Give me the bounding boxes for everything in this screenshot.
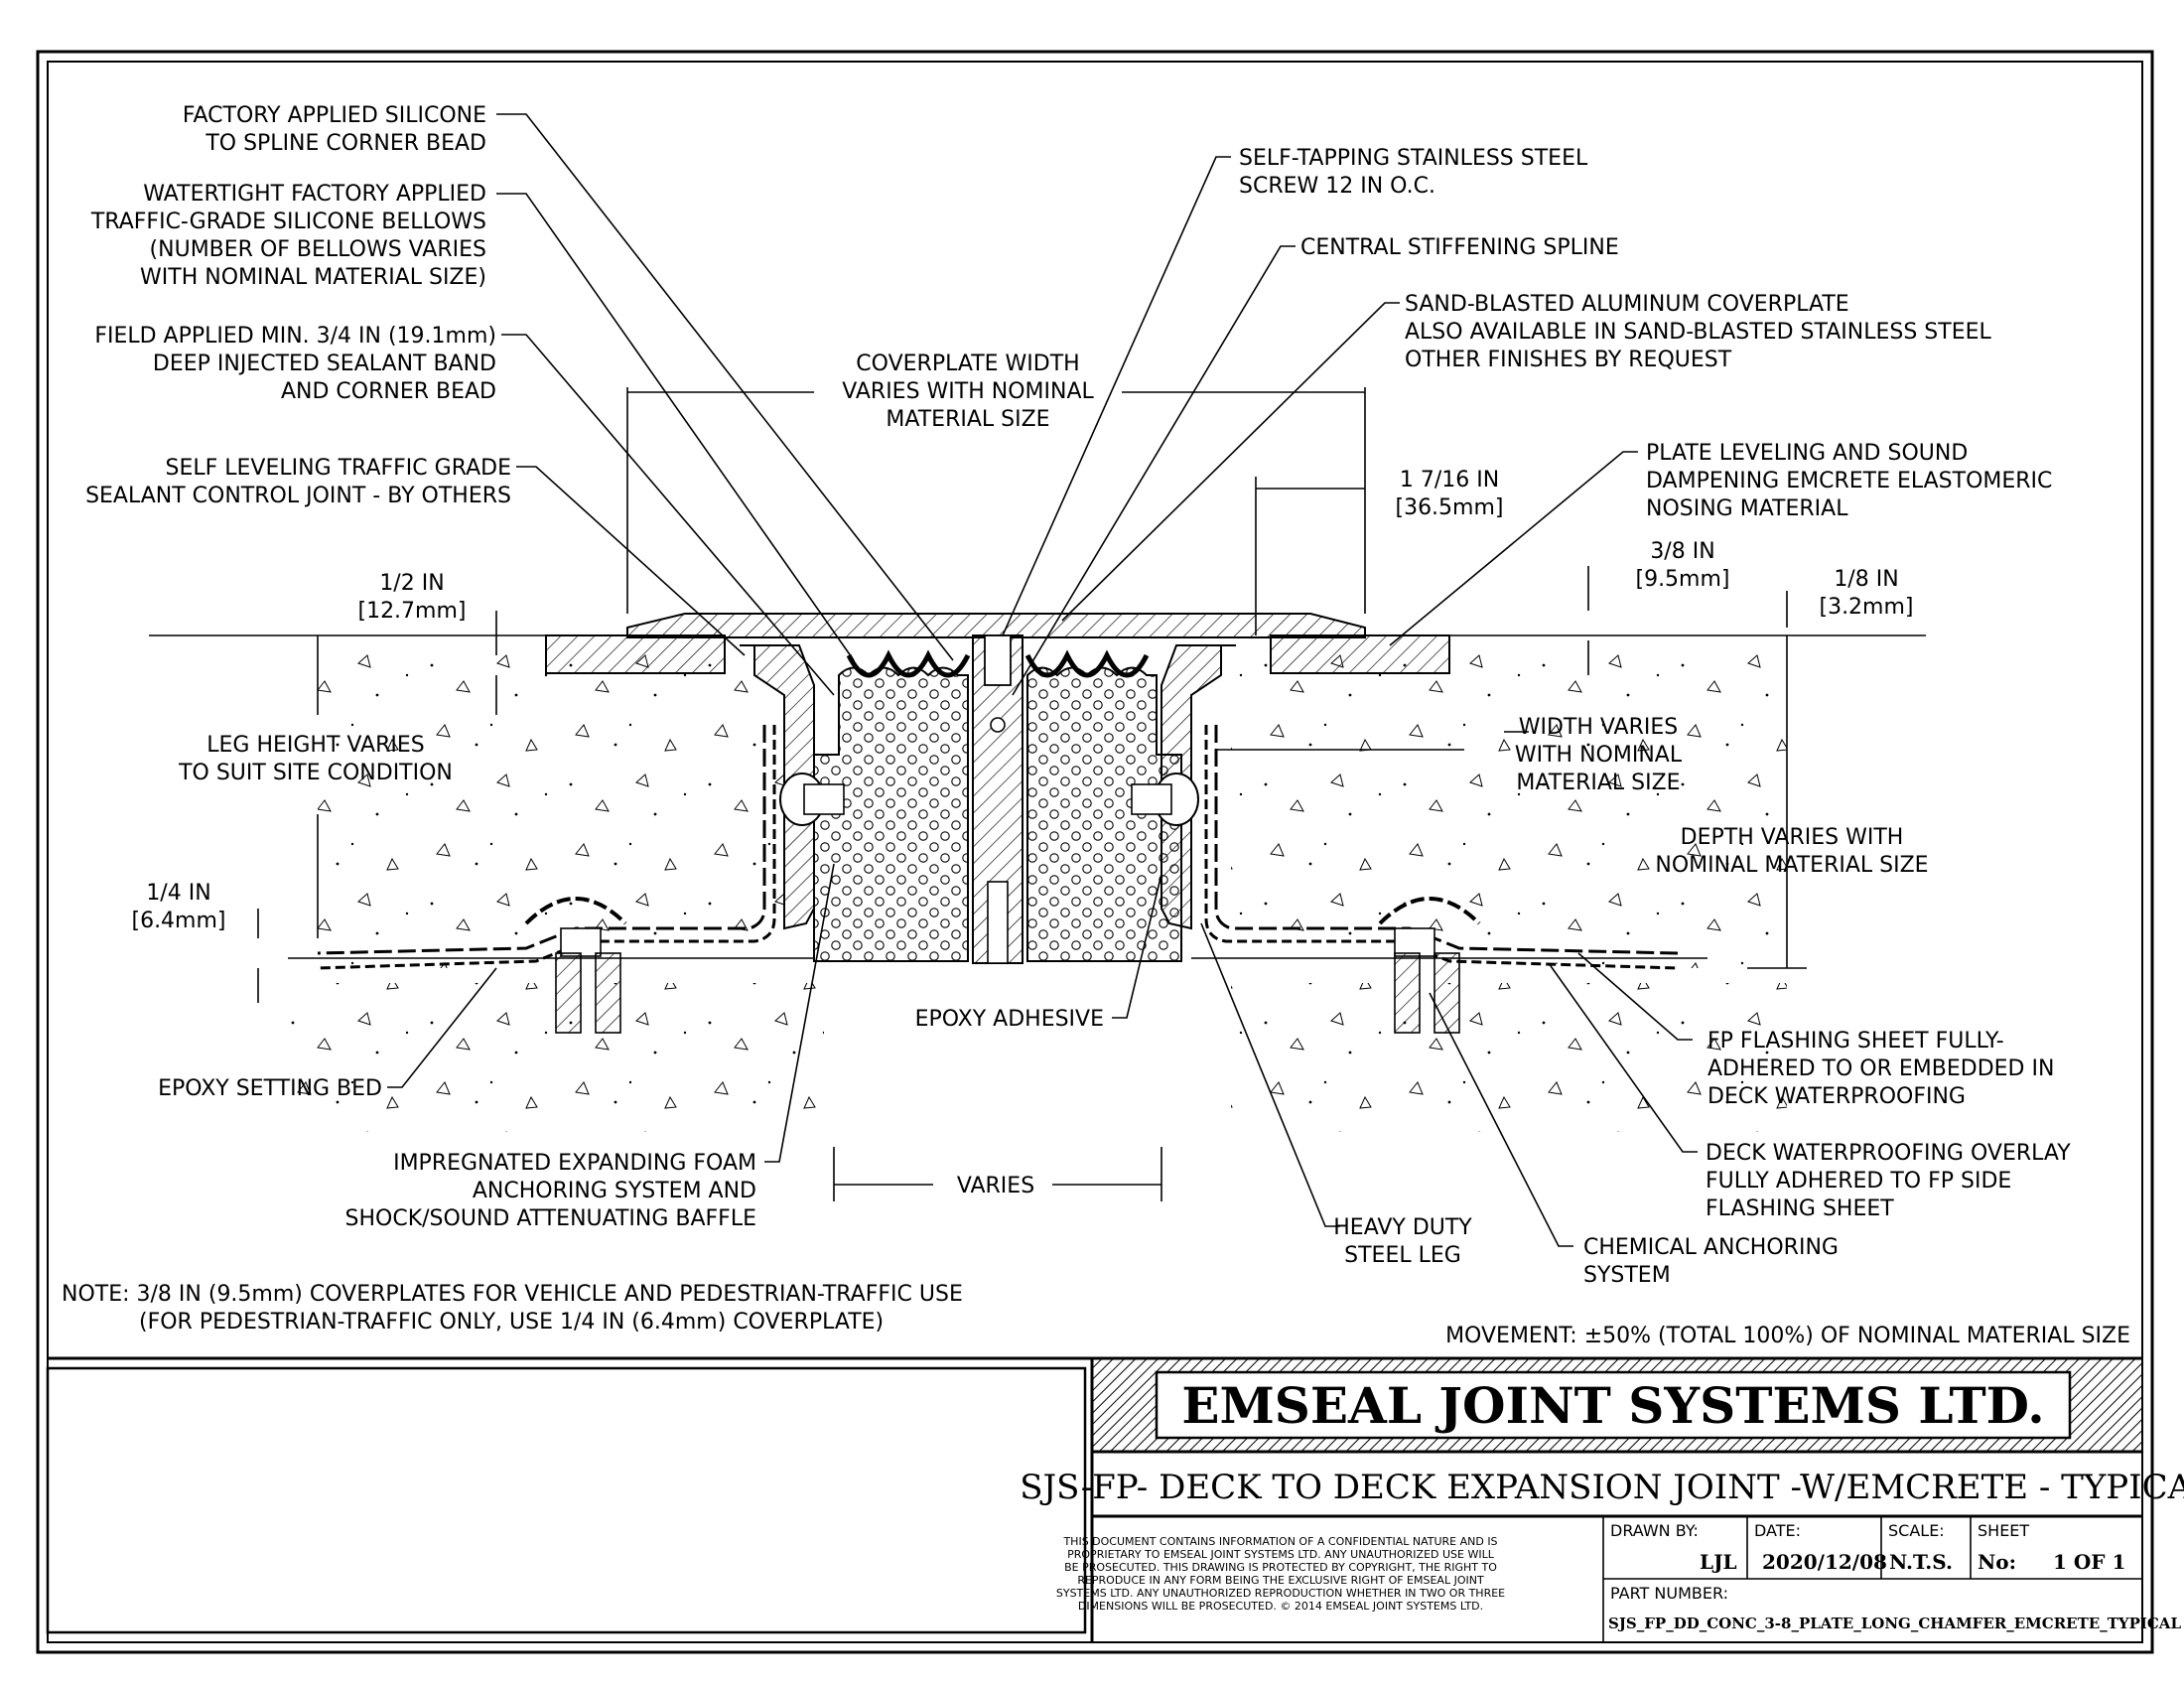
drawn-by-value: LJL xyxy=(1700,1550,1737,1574)
label-width-varies-2: WITH NOMINAL xyxy=(1515,743,1683,768)
joint-section xyxy=(149,613,1926,1132)
label-chem-anchor-2: SYSTEM xyxy=(1583,1263,1671,1288)
label-bellows-3: (NUMBER OF BELLOWS VARIES xyxy=(150,237,486,262)
silicone-bellows-left xyxy=(846,649,971,678)
label-width-varies-3: MATERIAL SIZE xyxy=(1516,771,1680,795)
label-foam-1: IMPREGNATED EXPANDING FOAM xyxy=(393,1151,756,1176)
label-factory-silicone-1: FACTORY APPLIED SILICONE xyxy=(183,103,486,128)
label-varies: VARIES xyxy=(957,1174,1034,1198)
label-dim-3-8: 3/8 IN xyxy=(1650,539,1714,564)
label-nosing-3: NOSING MATERIAL xyxy=(1646,496,1848,521)
label-nosing-2: DAMPENING EMCRETE ELASTOMERIC xyxy=(1646,469,2052,493)
left-anchor xyxy=(555,952,582,1034)
label-steel-leg-1: HEAVY DUTY xyxy=(1333,1215,1472,1240)
label-deck-overlay-2: FULLY ADHERED TO FP SIDE xyxy=(1706,1169,2011,1194)
right-steel-leg xyxy=(1160,644,1236,930)
right-anchor xyxy=(1394,952,1421,1034)
label-coverplate-3: OTHER FINISHES BY REQUEST xyxy=(1405,348,1732,372)
label-dim-1-7-16: 1 7/16 IN xyxy=(1400,468,1499,492)
title-block: EMSEAL JOINT SYSTEMS LTD. SJS-FP- DECK T… xyxy=(46,1357,2184,1642)
drawn-by-label: DRAWN BY: xyxy=(1610,1521,1699,1540)
label-depth-varies-1: DEPTH VARIES WITH xyxy=(1681,825,1904,850)
label-control-joint-1: SELF LEVELING TRAFFIC GRADE xyxy=(166,456,512,481)
part-number-value: SJS_FP_DD_CONC_3-8_PLATE_LONG_CHAMFER_EM… xyxy=(1608,1615,2181,1632)
disclaimer-1: THIS DOCUMENT CONTAINS INFORMATION OF A … xyxy=(1062,1535,1497,1548)
disclaimer-5: SYSTEMS LTD. ANY UNAUTHORIZED REPRODUCTI… xyxy=(1056,1587,1505,1600)
right-concrete-deck xyxy=(1231,635,1787,968)
note-line-2: (FOR PEDESTRIAN-TRAFFIC ONLY, USE 1/4 IN… xyxy=(139,1310,884,1335)
label-bellows-4: WITH NOMINAL MATERIAL SIZE) xyxy=(140,265,486,290)
sheet-value: 1 OF 1 xyxy=(2053,1550,2125,1574)
label-leg-height-2: TO SUIT SITE CONDITION xyxy=(178,761,453,785)
label-foam-3: SHOCK/SOUND ATTENUATING BAFFLE xyxy=(345,1206,756,1231)
label-foam-2: ANCHORING SYSTEM AND xyxy=(473,1179,756,1203)
left-emcrete-nosing xyxy=(545,634,726,674)
label-field-sealant-1: FIELD APPLIED MIN. 3/4 IN (19.1mm) xyxy=(94,324,496,349)
label-coverplate-1: SAND-BLASTED ALUMINUM COVERPLATE xyxy=(1405,292,1849,317)
label-fp-flashing-3: DECK WATERPROOFING xyxy=(1707,1084,1966,1109)
silicone-bellows-right xyxy=(1024,649,1150,678)
label-dim-6-4: [6.4mm] xyxy=(131,909,225,933)
date-value: 2020/12/08 xyxy=(1762,1550,1887,1574)
label-screw-2: SCREW 12 IN O.C. xyxy=(1239,174,1435,199)
label-field-sealant-2: DEEP INJECTED SEALANT BAND xyxy=(153,352,496,376)
sheet-no-label: No: xyxy=(1978,1550,2016,1574)
label-deck-overlay-3: FLASHING SHEET xyxy=(1706,1196,1894,1221)
label-spline: CENTRAL STIFFENING SPLINE xyxy=(1300,235,1619,260)
aluminum-coverplate xyxy=(626,613,1366,638)
label-coverplate-width-3: MATERIAL SIZE xyxy=(886,407,1049,432)
label-coverplate-width-1: COVERPLATE WIDTH xyxy=(856,352,1079,376)
left-steel-leg xyxy=(740,644,815,930)
disclaimer-3: BE PROSECUTED. THIS DRAWING IS PROTECTED… xyxy=(1064,1561,1497,1574)
label-coverplate-2: ALSO AVAILABLE IN SAND-BLASTED STAINLESS… xyxy=(1405,320,1991,345)
scale-value: N.T.S. xyxy=(1889,1550,1953,1574)
outer-border xyxy=(36,50,2154,1654)
label-fp-flashing-2: ADHERED TO OR EMBEDDED IN xyxy=(1707,1056,2054,1081)
label-steel-leg-2: STEEL LEG xyxy=(1344,1243,1461,1268)
label-bellows-2: TRAFFIC-GRADE SILICONE BELLOWS xyxy=(90,210,486,234)
note-line-1: NOTE: 3/8 IN (9.5mm) COVERPLATES FOR VEH… xyxy=(62,1282,963,1307)
callout-labels: FACTORY APPLIED SILICONE TO SPLINE CORNE… xyxy=(62,103,2130,1348)
disclaimer-4: REPRODUCE IN ANY FORM BEING THE EXCLUSIV… xyxy=(1077,1574,1484,1587)
label-coverplate-width-2: VARIES WITH NOMINAL xyxy=(842,379,1094,404)
label-epoxy-adhesive: EPOXY ADHESIVE xyxy=(915,1007,1104,1032)
label-dim-36-5: [36.5mm] xyxy=(1395,495,1503,520)
right-emcrete-nosing xyxy=(1270,634,1450,674)
label-width-varies-1: WIDTH VARIES xyxy=(1519,715,1679,740)
leaders xyxy=(257,113,1807,1247)
label-field-sealant-3: AND CORNER BEAD xyxy=(281,379,496,404)
label-control-joint-2: SEALANT CONTROL JOINT - BY OTHERS xyxy=(85,484,511,508)
left-concrete-deck xyxy=(318,635,784,968)
label-factory-silicone-2: TO SPLINE CORNER BEAD xyxy=(205,131,486,156)
label-dim-1-4: 1/4 IN xyxy=(146,881,210,906)
scale-label: SCALE: xyxy=(1888,1521,1945,1540)
label-bellows-1: WATERTIGHT FACTORY APPLIED xyxy=(143,182,486,207)
label-dim-3-2: [3.2mm] xyxy=(1819,595,1913,620)
sheet-label: SHEET xyxy=(1978,1521,2029,1540)
label-dim-1-8: 1/8 IN xyxy=(1834,567,1898,592)
company-name: EMSEAL JOINT SYSTEMS LTD. xyxy=(1181,1376,2044,1435)
label-dim-12-7: [12.7mm] xyxy=(357,599,466,624)
disclaimer-2: PROPRIETARY TO EMSEAL JOINT SYSTEMS LTD.… xyxy=(1067,1548,1495,1561)
label-dim-1-2: 1/2 IN xyxy=(379,571,444,596)
stainless-screw xyxy=(984,634,1012,686)
label-nosing-1: PLATE LEVELING AND SOUND xyxy=(1646,441,1968,466)
label-chem-anchor-1: CHEMICAL ANCHORING xyxy=(1583,1235,1839,1260)
date-label: DATE: xyxy=(1754,1521,1801,1540)
label-fp-flashing-1: FP FLASHING SHEET FULLY- xyxy=(1707,1029,2004,1054)
label-depth-varies-2: NOMINAL MATERIAL SIZE xyxy=(1655,853,1928,878)
label-epoxy-bed: EPOXY SETTING BED xyxy=(158,1076,382,1101)
disclaimer-6: DIMENSIONS WILL BE PROSECUTED. © 2014 EM… xyxy=(1078,1600,1483,1613)
label-screw-1: SELF-TAPPING STAINLESS STEEL xyxy=(1239,146,1588,171)
blank-panel xyxy=(46,1366,1087,1634)
drawing-title: SJS-FP- DECK TO DECK EXPANSION JOINT -W/… xyxy=(1020,1468,2184,1507)
label-deck-overlay-1: DECK WATERPROOFING OVERLAY xyxy=(1706,1141,2071,1166)
part-number-label: PART NUMBER: xyxy=(1610,1584,1728,1603)
label-leg-height-1: LEG HEIGHT VARIES xyxy=(206,733,424,758)
inner-border xyxy=(47,61,2143,1643)
label-dim-9-5: [9.5mm] xyxy=(1635,567,1729,592)
movement-note: MOVEMENT: ±50% (TOTAL 100%) OF NOMINAL M… xyxy=(1445,1324,2130,1348)
